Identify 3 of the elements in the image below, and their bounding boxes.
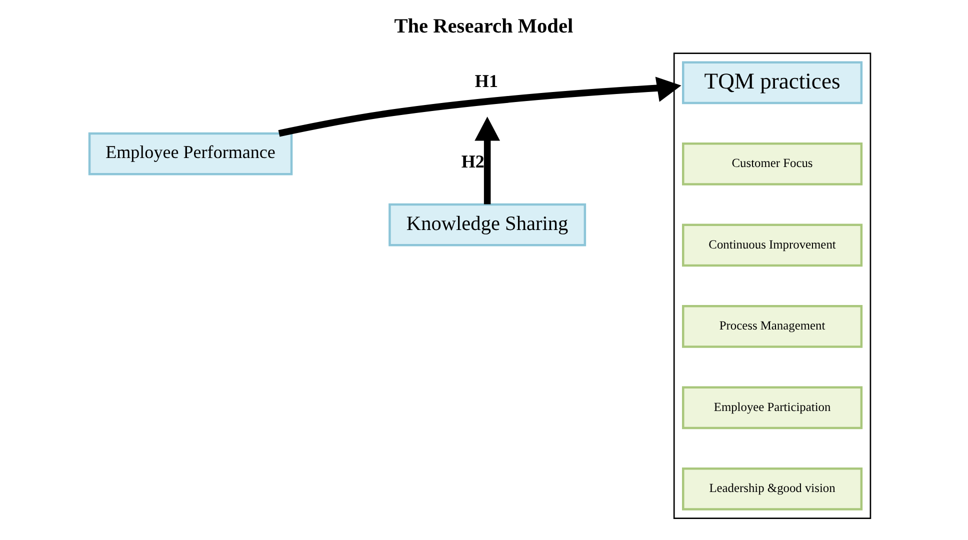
edge-label: H1 bbox=[474, 70, 498, 91]
edge-label: H2 bbox=[460, 151, 484, 172]
diagram-title: The Research Model bbox=[394, 15, 573, 38]
